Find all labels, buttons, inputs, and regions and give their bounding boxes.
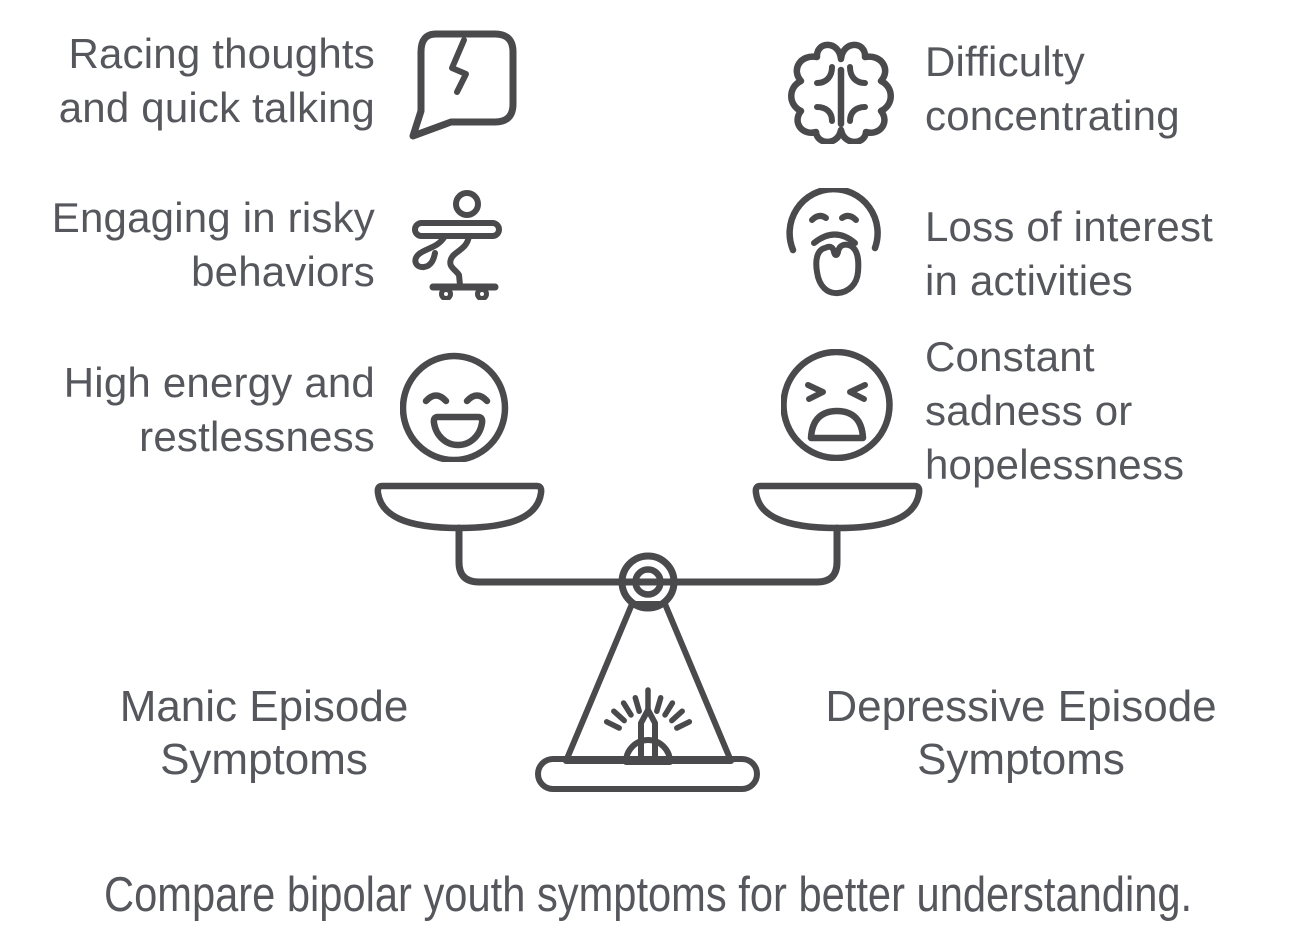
symptom-line: Racing thoughts [68,30,375,77]
skateboarder-icon [412,190,502,300]
crying-face-icon [781,349,893,461]
symptom-line: Loss of interest [925,203,1214,250]
brain-icon [788,41,894,144]
gauge-ticks [603,687,693,731]
balance-scale-icon [374,482,923,792]
manic-scale-pan [374,482,545,532]
scale-pivot [618,552,678,612]
symptom-line: Difficulty [925,38,1085,85]
weary-face-icon [786,188,881,297]
symptom-line: in activities [925,257,1134,304]
depressive-episode-label: Depressive Episode Symptoms [825,682,1217,784]
gauge-needle [638,707,658,763]
symptom-line: concentrating [925,92,1180,139]
symptom-risky-behaviors: Engaging in risky behaviors [0,191,375,299]
symptom-constant-sadness: Constant sadness or hopelessness [925,330,1285,492]
caption: Compare bipolar youth symptoms for bette… [0,865,1296,925]
laughing-face-icon [400,352,509,462]
scale-base [535,756,760,792]
symptom-line: restlessness [139,413,375,460]
symptom-line: Constant [925,333,1095,380]
symptom-line: High energy and [63,359,375,406]
symptom-loss-of-interest: Loss of interest in activities [925,200,1285,308]
caption-text: Compare bipolar youth symptoms for bette… [103,868,1193,922]
depressive-scale-pan [752,482,923,532]
symptom-line: hopelessness [925,441,1185,488]
symptom-line: sadness or [925,387,1133,434]
symptom-line: and quick talking [58,84,375,131]
cracked-speech-bubble-icon [409,30,517,140]
symptom-line: Engaging in risky [51,194,375,241]
symptom-difficulty-concentrating: Difficulty concentrating [925,35,1285,143]
manic-episode-label: Manic Episode Symptoms [119,682,409,784]
symptom-line: behaviors [191,248,375,295]
symptom-high-energy: High energy and restlessness [0,356,375,464]
symptom-racing-thoughts: Racing thoughts and quick talking [0,27,375,135]
